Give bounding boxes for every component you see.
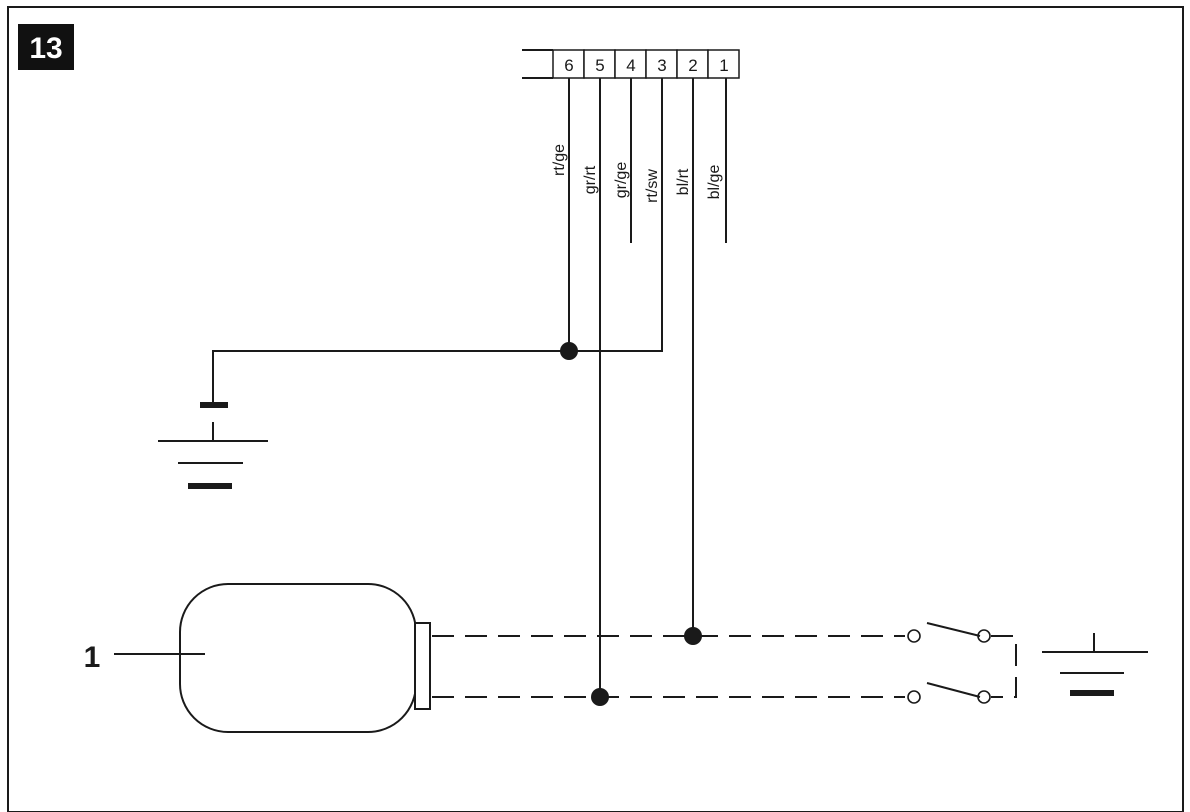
- connector-pin-box: [707, 49, 740, 79]
- switch-symbol-icon: [907, 622, 1017, 704]
- wire-code-label: gr/ge: [613, 162, 630, 199]
- component-1: [179, 583, 431, 733]
- pin-number: 4: [626, 56, 635, 75]
- diagram-frame: [7, 6, 1184, 812]
- wires: [212, 78, 727, 697]
- component-body: [179, 583, 417, 733]
- component-plug: [414, 622, 431, 710]
- pin-number: 3: [657, 56, 666, 75]
- component-callout: 1: [84, 641, 101, 674]
- connector-housing-edge: [522, 49, 553, 79]
- wire-code-label: rt/sw: [644, 169, 661, 203]
- figure-number: 13: [29, 32, 62, 65]
- figure-badge-bg: [18, 24, 74, 70]
- junction-node: [560, 342, 578, 360]
- pin-number: 2: [688, 56, 697, 75]
- figure-number-badge: 13: [18, 24, 74, 70]
- wire-code-label: bl/rt: [675, 168, 692, 195]
- wire-code-label: rt/ge: [551, 144, 568, 176]
- connector-pin-box: [552, 49, 585, 79]
- wire-codes: rt/ge gr/rt gr/ge rt/sw bl/rt bl/ge: [551, 144, 723, 203]
- ground-symbol-icon: [1042, 633, 1148, 696]
- pin-number: 6: [564, 56, 573, 75]
- switch-link-dashed: [991, 635, 1017, 698]
- wire-code-label: gr/rt: [582, 165, 599, 194]
- ground-symbol-icon: [158, 402, 268, 489]
- connector: 6 5 4 3 2 1: [522, 49, 740, 79]
- junction-node: [684, 627, 702, 645]
- pin-number: 1: [719, 56, 728, 75]
- wire-code-label: bl/ge: [706, 165, 723, 200]
- pin-number: 5: [595, 56, 604, 75]
- wire-pin-3: [212, 78, 663, 402]
- connector-pin-box: [614, 49, 647, 79]
